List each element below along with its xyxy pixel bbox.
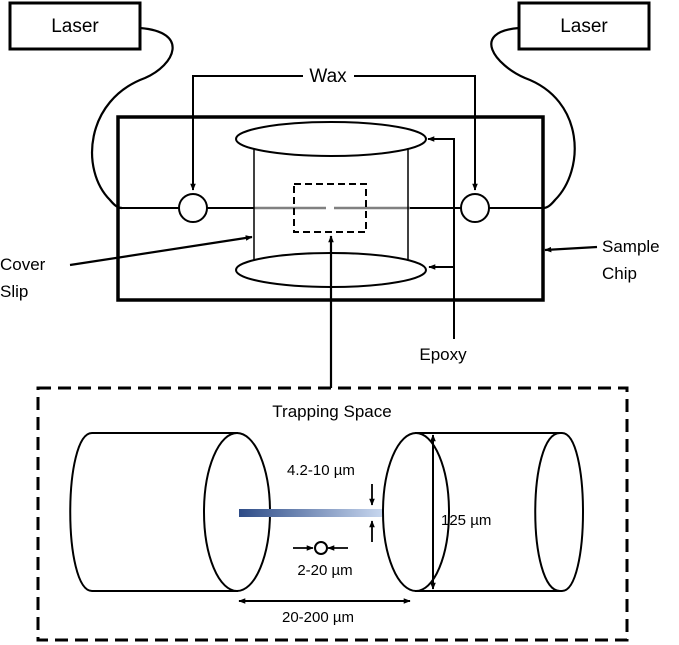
laser-right-box <box>517 1 651 51</box>
wax-arrow-left <box>190 75 303 191</box>
trapping-space-title: Trapping Space <box>272 402 391 421</box>
wax-arrow-right <box>354 75 478 191</box>
cover-slip-label-line1: Cover <box>0 255 46 274</box>
left-fiber-body <box>69 432 238 592</box>
right-fiber-near-edge <box>382 432 450 592</box>
wax-dot-right <box>460 193 490 223</box>
fiber-cable-left <box>91 26 174 210</box>
sample-chip-label-line1: Sample <box>602 237 660 256</box>
particle-size-label: 2-20 µm <box>297 562 352 579</box>
wax-dot-left <box>178 193 208 223</box>
wax-label: Wax <box>309 66 347 87</box>
cover-slip-top-ellipse <box>235 121 427 157</box>
laser-left-label: Laser <box>51 16 99 37</box>
trapping-beam <box>239 509 382 517</box>
fiber-separation-label: 20-200 µm <box>282 609 354 626</box>
epoxy-label: Epoxy <box>419 345 467 364</box>
sample-chip-arrow <box>544 245 598 253</box>
trapped-particle <box>314 541 328 555</box>
cover-slip-label-line2: Slip <box>0 282 28 301</box>
sample-chip-label-line2: Chip <box>602 264 637 283</box>
laser-left-box <box>8 1 142 51</box>
epoxy-arrow-top <box>427 136 455 339</box>
fiber-diameter-label: 125 µm <box>441 512 491 529</box>
fiber-cable-right <box>490 26 576 210</box>
cover-slip-arrow <box>69 235 253 267</box>
right-fiber-end-face <box>534 432 561 592</box>
trapping-region-outline <box>293 183 367 233</box>
laser-right-label: Laser <box>560 16 608 37</box>
gap-height-label: 4.2-10 µm <box>287 462 355 479</box>
right-fiber-body <box>415 432 584 592</box>
